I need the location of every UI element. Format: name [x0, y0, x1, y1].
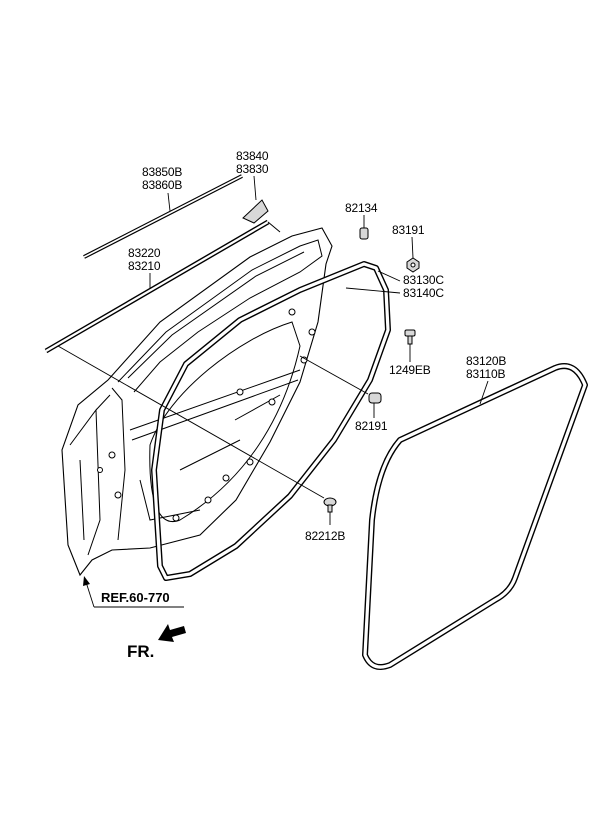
callout-2: 82134: [345, 201, 378, 215]
door-hole: [97, 467, 103, 473]
front-label: FR.: [127, 642, 154, 661]
door-hole: [204, 496, 212, 504]
lower-strip-end: [267, 221, 281, 233]
leader-9b: [57, 345, 325, 499]
callout-7-line-2: 83110B: [466, 367, 505, 381]
callout-3: 83191: [392, 223, 425, 237]
callout-6: 1249EB: [389, 363, 431, 377]
upper-molding-strip: [83, 174, 243, 259]
door-hole: [222, 474, 230, 482]
reference-arrowhead: [83, 576, 90, 586]
callout-8: 82191: [355, 419, 388, 433]
callout-0-line-2: 83860B: [142, 178, 182, 192]
door-window-frame-inner: [117, 239, 323, 393]
door-hole: [108, 451, 116, 459]
leader-0: [167, 192, 171, 212]
leader-lines: [57, 175, 489, 525]
door-weatherstrip-inner: [152, 262, 390, 580]
door-hole: [308, 328, 316, 336]
reference-arrow-line: [85, 581, 95, 608]
callout-1-line-1: 83840: [236, 149, 269, 163]
door-hole: [236, 388, 244, 396]
front-arrow-icon: [158, 624, 186, 642]
door-hole: [268, 398, 276, 406]
nut-hole: [410, 262, 416, 268]
leader-1: [253, 175, 257, 201]
triangle-cover-part: [242, 199, 269, 224]
bolt-head: [404, 329, 416, 337]
bolt-part: [404, 329, 416, 345]
reference-note: REF.60-770: [83, 576, 184, 608]
door-panel: [61, 227, 333, 577]
screw-part: [323, 497, 337, 513]
leader-7: [479, 380, 489, 405]
upper-strip-inner: [83, 175, 243, 258]
lower-molding-strip: [44, 219, 281, 354]
clip-part: [368, 392, 382, 404]
leader-5b: [345, 287, 401, 294]
door-hole: [288, 308, 296, 316]
callout-5-line-2: 83140C: [403, 286, 444, 300]
door-window-frame-sash: [111, 251, 305, 541]
front-marker: FR.: [127, 624, 186, 661]
callout-4-line-1: 83220: [128, 246, 161, 260]
reference-label: REF.60-770: [101, 590, 170, 605]
body-weatherstrip-outer: [362, 363, 588, 670]
door-hole: [246, 458, 254, 466]
leader-8b: [299, 355, 369, 395]
door-hole: [172, 514, 180, 522]
door-weatherstrip: [151, 261, 391, 581]
body-weatherstrip: [362, 363, 588, 670]
callout-4-line-2: 83210: [128, 259, 161, 273]
callout-0-line-1: 83850B: [142, 165, 182, 179]
callout-9: 82212B: [305, 529, 345, 543]
bolt-shank: [407, 335, 413, 345]
callout-1-line-2: 83830: [236, 162, 269, 176]
door-front-edge: [69, 394, 111, 556]
plug-part: [359, 227, 369, 240]
clip-body: [368, 392, 382, 404]
callout-5-line-1: 83130C: [403, 273, 444, 287]
door-hole: [114, 491, 122, 499]
body-weatherstrip-inner: [363, 364, 587, 669]
door-panel-outline: [61, 227, 333, 577]
leader-3: [411, 236, 414, 259]
nut-part: [406, 257, 420, 273]
lower-strip-inner: [45, 221, 269, 352]
door-inner-opening: [149, 321, 301, 522]
leader-5a: [377, 270, 401, 282]
callout-7-line-1: 83120B: [466, 354, 506, 368]
screw-shank: [327, 504, 333, 513]
